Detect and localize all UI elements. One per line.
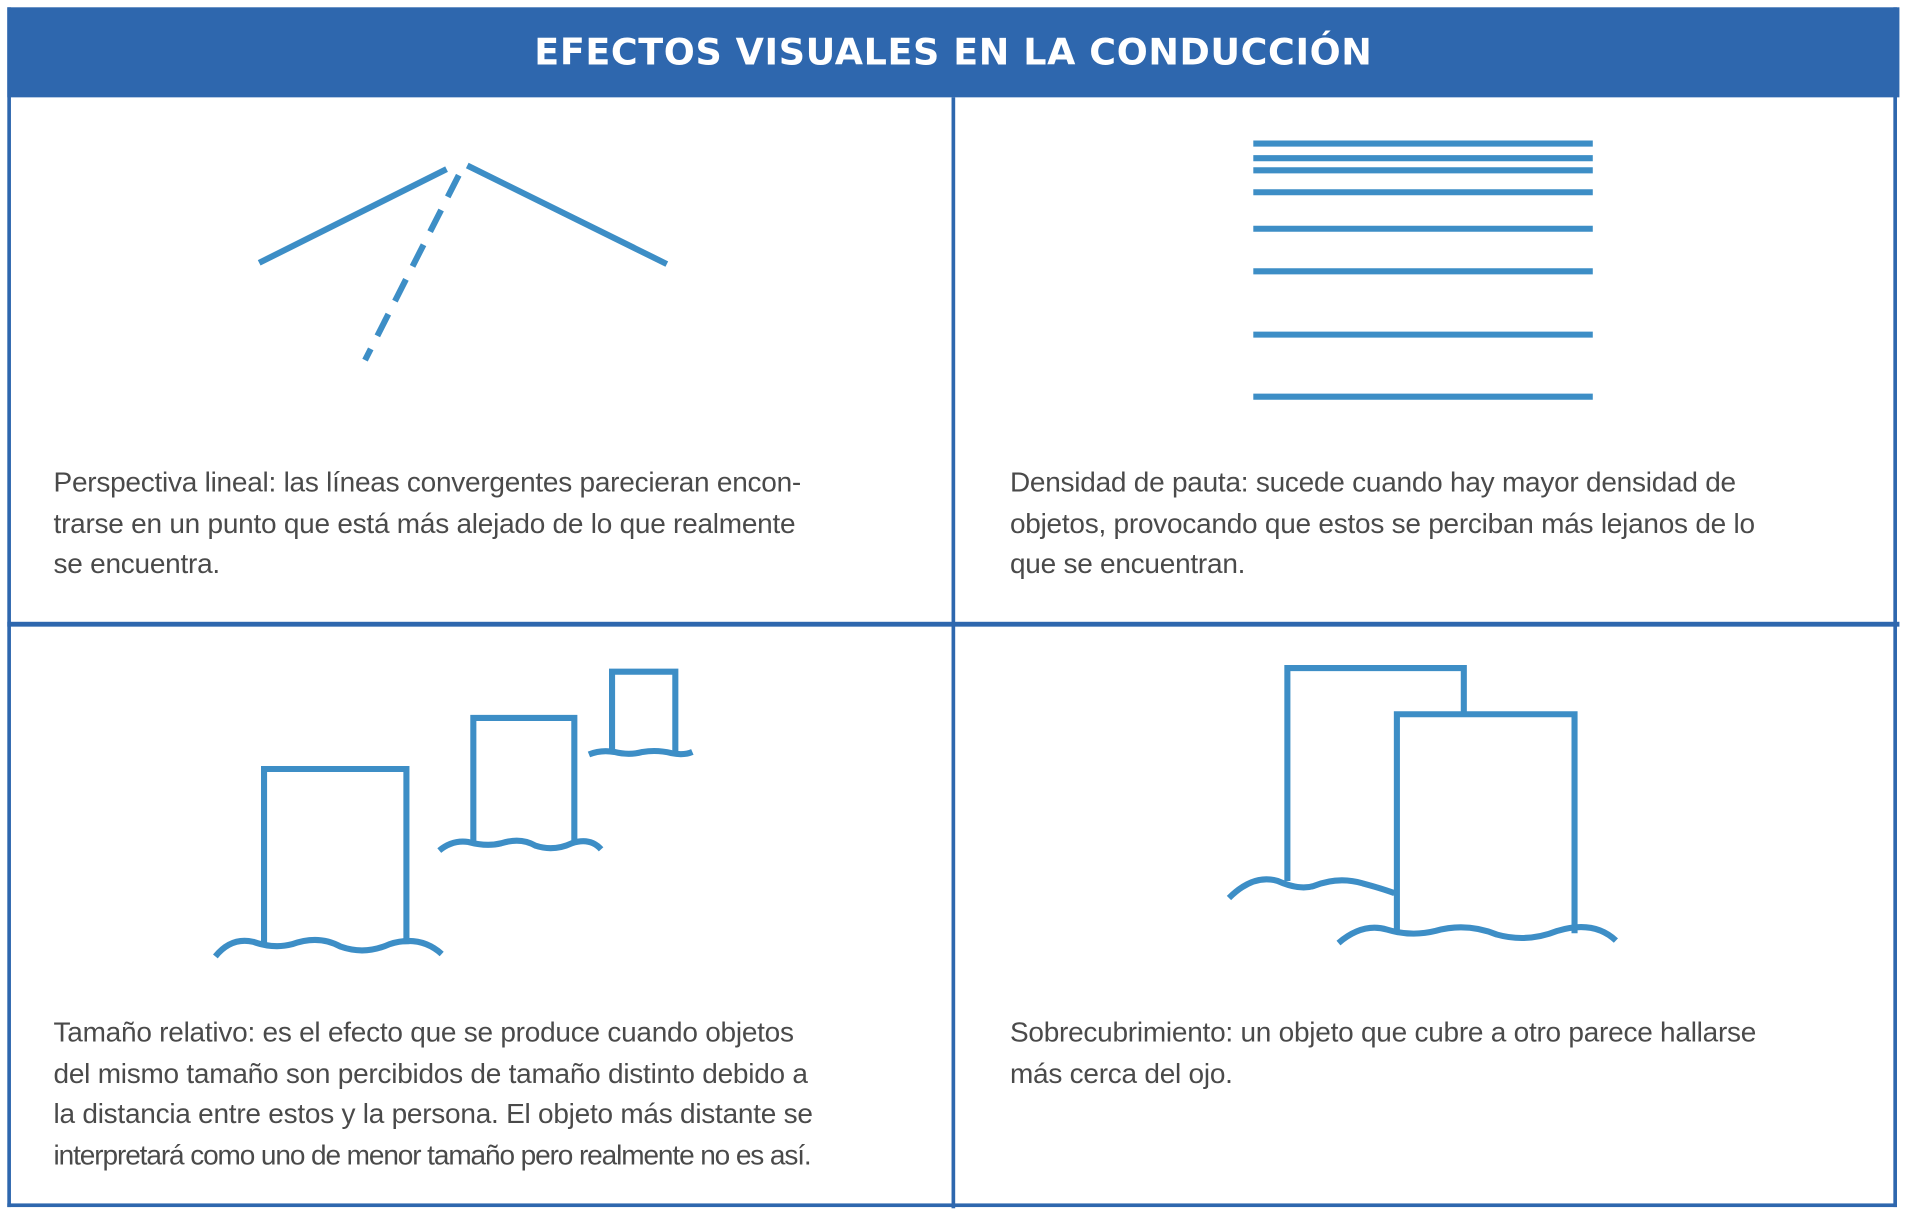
text-line: que se encuentran. bbox=[1009, 547, 1246, 580]
sobrecubrimiento-description: Sobrecubrimiento: un objeto que cubre a … bbox=[1010, 1012, 1756, 1094]
densidad-de-pauta-description: Densidad de pauta: sucede cuando hay may… bbox=[1010, 462, 1755, 584]
text-line: Densidad de pauta: sucede cuando hay may… bbox=[1009, 466, 1736, 498]
text-line: Perspectiva lineal: las líneas convergen… bbox=[53, 466, 802, 498]
header-bar: EFECTOS VISUALES EN LA CONDUCCIÓN bbox=[7, 7, 1900, 98]
three-sized-rectangles-icon bbox=[213, 668, 694, 959]
text-line: se encuentra. bbox=[53, 547, 221, 580]
vertical-divider bbox=[951, 97, 956, 1209]
text-line: la distancia entre estos y la persona. E… bbox=[53, 1097, 813, 1130]
overlapping-rectangles-icon bbox=[1226, 664, 1618, 946]
text-line: trarse en un punto que está más alejado … bbox=[53, 506, 796, 539]
text-line: más cerca del ojo. bbox=[1009, 1056, 1233, 1089]
tamano-relativo-description: Tamaño relativo: es el efecto que se pro… bbox=[54, 1012, 813, 1175]
text-line: Tamaño relativo: es el efecto que se pro… bbox=[53, 1016, 794, 1048]
text-line: objetos, provocando que estos se perciba… bbox=[1009, 506, 1755, 539]
horizontal-lines-density-icon bbox=[1253, 140, 1593, 400]
perspectiva-lineal-description: Perspectiva lineal: las líneas convergen… bbox=[53, 462, 802, 584]
converging-lines-icon bbox=[257, 162, 669, 362]
text-line: del mismo tamaño son percibidos de tamañ… bbox=[53, 1056, 808, 1089]
horizontal-divider bbox=[7, 621, 1900, 627]
text-line: interpretará como uno de menor tamaño pe… bbox=[53, 1138, 812, 1170]
text-line: Sobrecubrimiento: un objeto que cubre a … bbox=[1009, 1016, 1757, 1048]
page-title: EFECTOS VISUALES EN LA CONDUCCIÓN bbox=[534, 31, 1373, 74]
